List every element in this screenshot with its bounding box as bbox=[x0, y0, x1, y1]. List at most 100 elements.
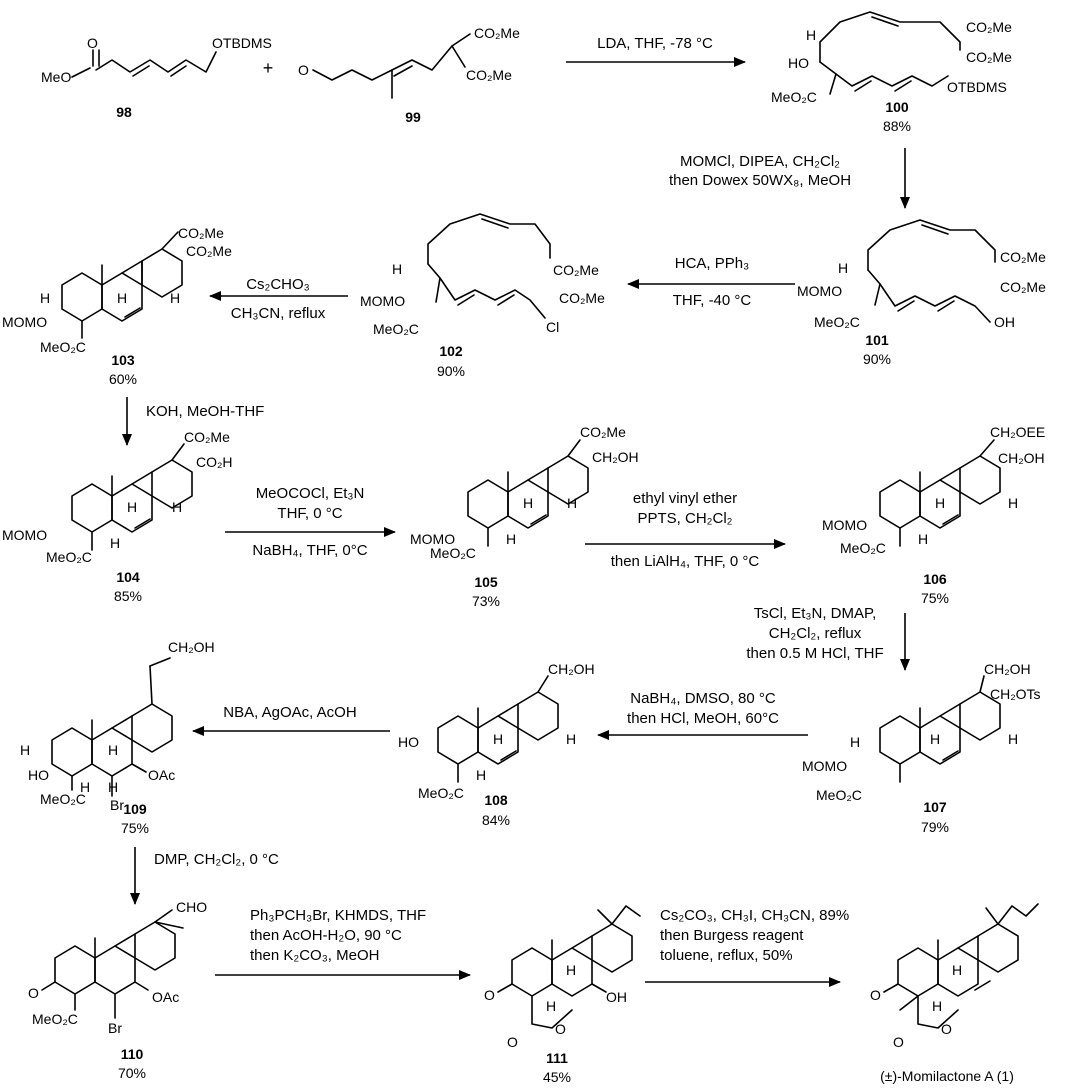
atom-label: H bbox=[566, 962, 576, 978]
step-condition: NaBH₄, THF, 0°C bbox=[252, 542, 367, 559]
compound-number: 102 bbox=[439, 343, 463, 359]
atom-label: MeO₂C bbox=[32, 1011, 78, 1027]
step-condition: Cs₂CHO₃ bbox=[246, 276, 310, 293]
step-condition: DMP, CH₂Cl₂, 0 °C bbox=[154, 851, 279, 868]
compound-number: 99 bbox=[405, 109, 421, 125]
atom-label: MeO₂C bbox=[816, 787, 862, 803]
atom-label: MeO₂C bbox=[40, 791, 86, 807]
compound-yield: 85% bbox=[114, 588, 142, 604]
atom-label: MeO bbox=[41, 69, 71, 85]
atom-label: CH₂OH bbox=[168, 639, 215, 655]
atom-label: H bbox=[546, 998, 556, 1014]
step-condition: then HCl, MeOH, 60°C bbox=[627, 710, 779, 727]
atom-label: H bbox=[838, 260, 848, 276]
compound-number: 103 bbox=[111, 352, 135, 368]
step-condition: THF, 0 °C bbox=[277, 505, 342, 522]
compound-103-structure: CO₂Me CO₂Me H MOMO H H MeO₂C bbox=[2, 225, 232, 355]
compound-yield: 73% bbox=[472, 593, 500, 609]
compound-yield: 70% bbox=[118, 1065, 146, 1081]
atom-label: MeO₂C bbox=[373, 321, 419, 337]
compound-number: 111 bbox=[546, 1050, 568, 1066]
compound-number: 107 bbox=[923, 799, 947, 815]
atom-label: H bbox=[932, 998, 942, 1014]
atom-label: MOMO bbox=[410, 531, 455, 547]
atom-label: H bbox=[850, 734, 860, 750]
atom-label: CO₂Me bbox=[1000, 279, 1046, 295]
atom-label: H bbox=[108, 742, 118, 758]
atom-label: MeO₂C bbox=[771, 89, 817, 105]
atom-label: H bbox=[127, 499, 137, 515]
atom-label: MeO₂C bbox=[40, 339, 86, 355]
atom-label: CO₂Me bbox=[184, 429, 230, 445]
atom-label: H bbox=[40, 290, 50, 306]
compound-99-structure: O CO₂Me CO₂Me bbox=[298, 25, 520, 99]
atom-label: H bbox=[172, 499, 182, 515]
atom-label: H bbox=[80, 779, 90, 795]
compound-108-structure: CH₂OH HO H H H MeO₂C bbox=[398, 661, 595, 801]
compound-yield: 75% bbox=[921, 590, 949, 606]
atom-label: H bbox=[476, 767, 486, 783]
atom-label: O bbox=[870, 987, 881, 1003]
step-condition: ethyl vinyl ether bbox=[633, 490, 737, 507]
compound-number: 110 bbox=[121, 1046, 144, 1062]
compound-106-structure: CH₂OEE CH₂OH MOMO H H H MeO₂C bbox=[822, 424, 1045, 556]
atom-label: H bbox=[493, 731, 503, 747]
compound-110-structure: CHO O OAc MeO₂C Br bbox=[28, 899, 207, 1036]
atom-label: CO₂Me bbox=[966, 49, 1012, 65]
atom-label: O bbox=[298, 62, 309, 78]
atom-label: OAc bbox=[152, 989, 179, 1005]
atom-label: H bbox=[110, 535, 120, 551]
step-condition: NaBH₄, DMSO, 80 °C bbox=[630, 690, 776, 707]
atom-label: H bbox=[935, 495, 945, 511]
compound-yield: 45% bbox=[543, 1069, 571, 1085]
compound-number: 105 bbox=[474, 574, 498, 590]
step-condition: toluene, reflux, 50% bbox=[660, 947, 793, 964]
atom-label: O bbox=[893, 1034, 904, 1050]
step-condition: then AcOH-H₂O, 90 °C bbox=[250, 927, 402, 944]
atom-label: MeO₂C bbox=[430, 545, 476, 561]
atom-label: MOMO bbox=[360, 293, 405, 309]
step-condition: Cs₂CO₃, CH₃I, CH₃CN, 89% bbox=[660, 907, 849, 924]
atom-label: CH₂OH bbox=[548, 661, 595, 677]
atom-label: H bbox=[20, 742, 30, 758]
atom-label: CO₂Me bbox=[474, 25, 520, 41]
atom-label: MOMO bbox=[2, 314, 47, 330]
atom-label: MOMO bbox=[797, 283, 842, 299]
step-condition: MOMCl, DIPEA, CH₂Cl₂ bbox=[680, 153, 840, 170]
step-condition: then Burgess reagent bbox=[660, 927, 804, 944]
atom-label: H bbox=[918, 531, 928, 547]
atom-label: H bbox=[567, 495, 577, 511]
atom-label: HO bbox=[398, 734, 419, 750]
atom-label: OAc bbox=[148, 767, 175, 783]
compound-102-structure: H MOMO MeO₂C CO₂Me CO₂Me Cl bbox=[360, 213, 605, 337]
atom-label: Cl bbox=[546, 319, 559, 335]
atom-label: H bbox=[566, 731, 576, 747]
atom-label: HO bbox=[28, 767, 49, 783]
compound-number: 98 bbox=[116, 104, 132, 120]
atom-label: MeO₂C bbox=[840, 540, 886, 556]
atom-label: OH bbox=[994, 314, 1015, 330]
compound-107-structure: CH₂OH CH₂OTs H MOMO H H MeO₂C bbox=[802, 661, 1041, 803]
atom-label: H bbox=[806, 27, 816, 43]
step-condition: CH₂Cl₂, reflux bbox=[769, 625, 862, 642]
atom-label: CO₂Me bbox=[559, 290, 605, 306]
atom-label: MeO₂C bbox=[814, 314, 860, 330]
step-condition: PPTS, CH₂Cl₂ bbox=[638, 510, 733, 527]
compound-number: (±)-Momilactone A (1) bbox=[880, 1068, 1014, 1084]
step-condition: CH₃CN, reflux bbox=[231, 305, 326, 322]
atom-label: MOMO bbox=[2, 527, 47, 543]
atom-label: CH₂OTs bbox=[990, 686, 1041, 702]
atom-label: OTBDMS bbox=[212, 35, 272, 51]
step-condition: LDA, THF, -78 °C bbox=[597, 35, 713, 52]
compound-101-structure: H MOMO MeO₂C CO₂Me CO₂Me OH bbox=[797, 219, 1046, 330]
compound-100-structure: H HO MeO₂C CO₂Me CO₂Me OTBDMS bbox=[771, 11, 1012, 105]
compound-number: 104 bbox=[116, 569, 140, 585]
compound-105-structure: CO₂Me CH₂OH MOMO H H H MeO₂C bbox=[410, 424, 639, 561]
atom-label: O bbox=[28, 985, 39, 1001]
compound-98-structure: O MeO OTBDMS bbox=[41, 35, 272, 85]
step-condition: then K₂CO₃, MeOH bbox=[250, 947, 379, 964]
step-condition: TsCl, Et₃N, DMAP, bbox=[754, 605, 877, 622]
atom-label: H bbox=[506, 531, 516, 547]
step-condition: HCA, PPh₃ bbox=[675, 255, 749, 272]
compound-number: 108 bbox=[484, 792, 508, 808]
